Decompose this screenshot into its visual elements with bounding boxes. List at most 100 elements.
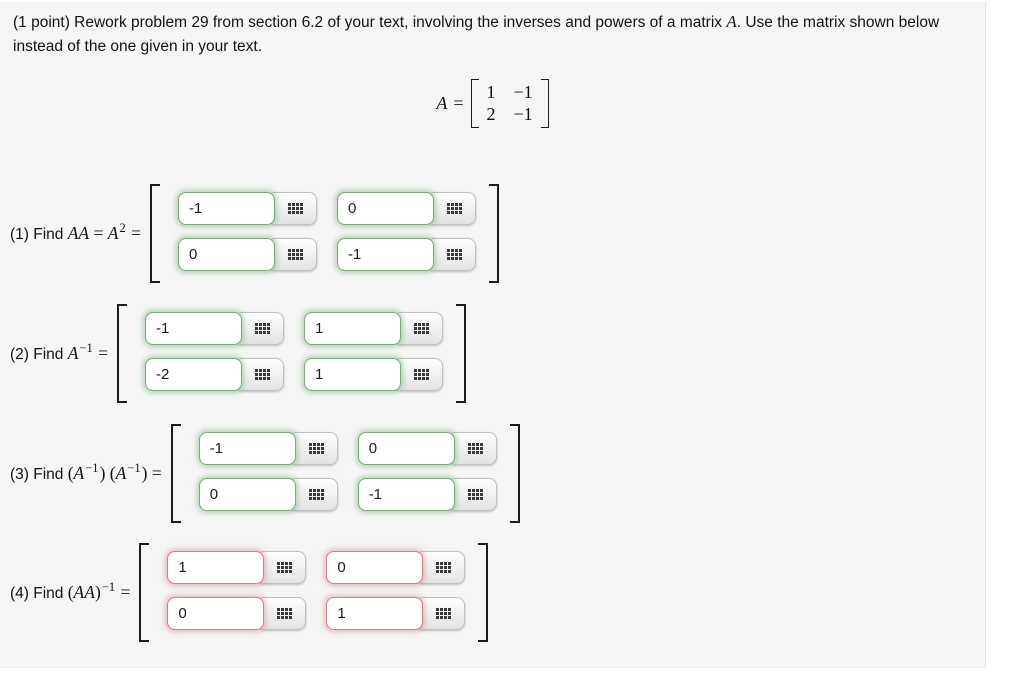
- grid-icon: [277, 562, 293, 573]
- question-2-math: A: [67, 343, 79, 363]
- matrix-a-entry-r2c2: −1: [513, 104, 533, 124]
- problem-panel: (1 point) Rework problem 29 from section…: [0, 2, 986, 668]
- matrix-input-q3-r1c2[interactable]: [357, 432, 455, 465]
- matrix-entry-button[interactable]: [256, 597, 307, 630]
- matrix-a-entry-r2c1: 2: [486, 104, 496, 124]
- matrix-cell: [336, 238, 476, 271]
- matrix-input-q4-r2c2[interactable]: [326, 597, 424, 630]
- question-3-paren3: ): [141, 463, 148, 483]
- answer-bracket-right: [488, 184, 499, 283]
- question-3-paren: (: [67, 463, 74, 483]
- matrix-input-q3-r2c1[interactable]: [198, 478, 296, 511]
- question-4: (4) Find (AA)−1 =: [10, 543, 985, 642]
- matrix-cell: [144, 358, 284, 391]
- question-4-label: (4) Find (AA)−1 =: [10, 580, 130, 603]
- matrix-entry-button[interactable]: [446, 432, 497, 465]
- question-3-answer-matrix: [170, 424, 520, 523]
- question-3-math2: A: [115, 463, 127, 483]
- matrix-bracket-left: [470, 79, 479, 128]
- question-3-label: (3) Find (A−1) (A−1) =: [10, 461, 162, 484]
- matrix-input-q1-r2c2[interactable]: [336, 238, 434, 271]
- matrix-entry-button[interactable]: [415, 597, 466, 630]
- matrix-a-entry-r1c1: 1: [486, 82, 496, 102]
- matrix-input-q1-r1c1[interactable]: [177, 192, 275, 225]
- question-1-equals: =: [126, 223, 141, 243]
- grid-icon: [446, 249, 462, 260]
- answer-bracket-right: [509, 424, 520, 523]
- grid-icon: [413, 323, 429, 334]
- matrix-entry-button[interactable]: [392, 312, 443, 345]
- grid-icon: [467, 443, 483, 454]
- grid-icon: [254, 369, 270, 380]
- matrix-cell: [303, 358, 443, 391]
- matrix-input-q3-r2c2[interactable]: [357, 478, 455, 511]
- matrix-cell: [198, 432, 338, 465]
- matrix-entry-button[interactable]: [425, 192, 476, 225]
- question-3-superscript: −1: [85, 461, 99, 475]
- question-3-math: A: [73, 463, 85, 483]
- intro-text-after: . Use the matrix shown below instead of …: [13, 14, 940, 55]
- grid-icon: [254, 323, 270, 334]
- matrix-cell: [357, 478, 497, 511]
- intro-matrix-var: A: [726, 12, 737, 31]
- matrix-cell: [198, 478, 338, 511]
- answer-bracket-left: [149, 184, 160, 283]
- matrix-cell: [326, 597, 466, 630]
- given-matrix-equation: A = 1 −1 2 −1: [436, 79, 549, 128]
- question-1-math2: A: [107, 223, 119, 243]
- matrix-entry-button[interactable]: [266, 192, 317, 225]
- question-4-superscript: −1: [101, 580, 116, 594]
- question-4-prefix: (4) Find: [10, 585, 68, 602]
- matrix-entry-button[interactable]: [415, 551, 466, 584]
- matrix-bracket-right: [540, 79, 549, 128]
- question-4-paren: (: [67, 582, 74, 602]
- matrix-cell: [167, 551, 307, 584]
- matrix-entry-button[interactable]: [287, 432, 338, 465]
- matrix-cell: [177, 238, 317, 271]
- question-4-math: AA: [73, 582, 95, 602]
- question-3-paren2: ) (: [99, 463, 116, 483]
- question-3-superscript2: −1: [127, 461, 141, 475]
- matrix-cell: [303, 312, 443, 345]
- matrix-input-q4-r2c1[interactable]: [167, 597, 265, 630]
- matrix-entry-button[interactable]: [287, 478, 338, 511]
- matrix-a-entries: 1 −1 2 −1: [479, 79, 541, 128]
- intro-text-before: (1 point) Rework problem 29 from section…: [13, 14, 727, 31]
- matrix-entry-button[interactable]: [425, 238, 476, 271]
- answer-bracket-right: [455, 304, 466, 403]
- matrix-cell: [177, 192, 317, 225]
- matrix-entry-button[interactable]: [233, 358, 284, 391]
- answer-cells: [127, 304, 456, 403]
- question-1-math: AA: [67, 223, 90, 243]
- grid-icon: [287, 249, 303, 260]
- answer-cells: [149, 543, 478, 642]
- answer-cells: [160, 184, 489, 283]
- matrix-input-q1-r2c1[interactable]: [177, 238, 275, 271]
- grid-icon: [436, 608, 452, 619]
- answer-bracket-right: [478, 543, 489, 642]
- matrix-input-q4-r1c1[interactable]: [167, 551, 265, 584]
- matrix-entry-button[interactable]: [392, 358, 443, 391]
- matrix-entry-button[interactable]: [266, 238, 317, 271]
- question-1-prefix: (1) Find: [10, 226, 68, 243]
- matrix-input-q1-r1c2[interactable]: [336, 192, 434, 225]
- matrix-input-q2-r1c2[interactable]: [303, 312, 401, 345]
- matrix-a-entry-r1c2: −1: [513, 82, 533, 102]
- question-1-answer-matrix: [149, 184, 499, 283]
- matrix-cell: [326, 551, 466, 584]
- matrix-input-q2-r2c1[interactable]: [144, 358, 242, 391]
- question-1-superscript: 2: [119, 221, 126, 235]
- matrix-input-q3-r1c1[interactable]: [198, 432, 296, 465]
- question-2-superscript: −1: [79, 341, 93, 355]
- matrix-cell: [336, 192, 476, 225]
- matrix-input-q2-r2c2[interactable]: [303, 358, 401, 391]
- answer-bracket-left: [116, 304, 127, 403]
- grid-icon: [413, 369, 429, 380]
- matrix-cell: [167, 597, 307, 630]
- matrix-input-q4-r1c2[interactable]: [326, 551, 424, 584]
- grid-icon: [308, 489, 324, 500]
- question-4-paren2: ): [94, 582, 101, 602]
- matrix-entry-button[interactable]: [446, 478, 497, 511]
- matrix-input-q2-r1c1[interactable]: [144, 312, 242, 345]
